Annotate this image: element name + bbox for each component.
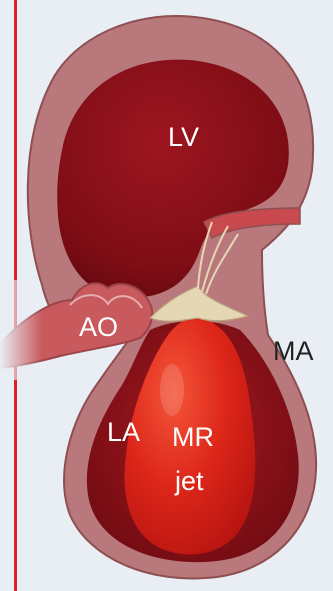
label-lv: LV xyxy=(168,122,199,152)
label-ma: MA xyxy=(273,336,314,366)
label-mr: MR xyxy=(172,422,214,452)
label-jet: jet xyxy=(174,466,204,496)
label-la: LA xyxy=(107,417,140,447)
label-ao: AO xyxy=(79,312,118,342)
